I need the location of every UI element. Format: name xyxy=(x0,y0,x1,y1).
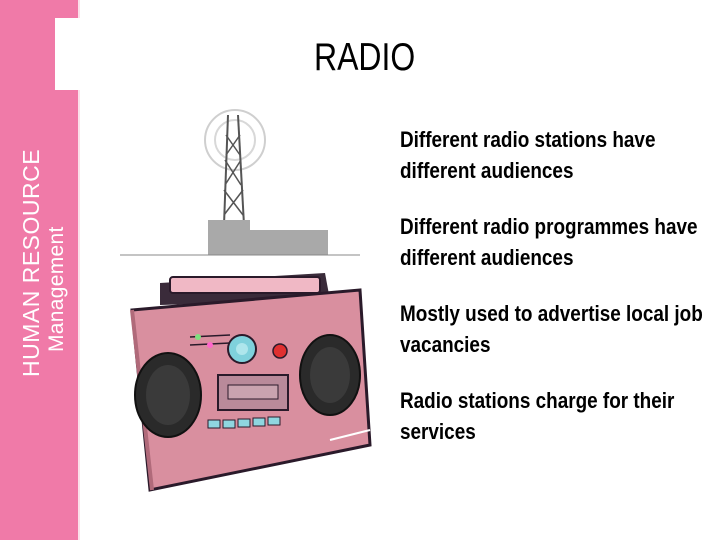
side-label-line2: Management xyxy=(45,226,68,352)
slide-title: RADIO xyxy=(314,36,416,79)
bullet-list: Different radio stations have different … xyxy=(400,124,710,472)
bullet-item: Different radio stations have different … xyxy=(400,127,656,183)
side-bar-divider xyxy=(78,0,80,540)
radio-tower-icon xyxy=(120,109,360,256)
bullet-item: Radio stations charge for their services xyxy=(400,388,675,444)
boombox-icon xyxy=(130,273,372,492)
bullet-item: Mostly used to advertise local job vacan… xyxy=(400,301,703,357)
bullet-item: Different radio programmes have differen… xyxy=(400,214,698,270)
radio-clipart xyxy=(120,109,372,492)
header-panel xyxy=(55,18,315,90)
side-bar xyxy=(0,0,78,540)
side-label-line1: HUMAN RESOURCE xyxy=(18,148,44,377)
